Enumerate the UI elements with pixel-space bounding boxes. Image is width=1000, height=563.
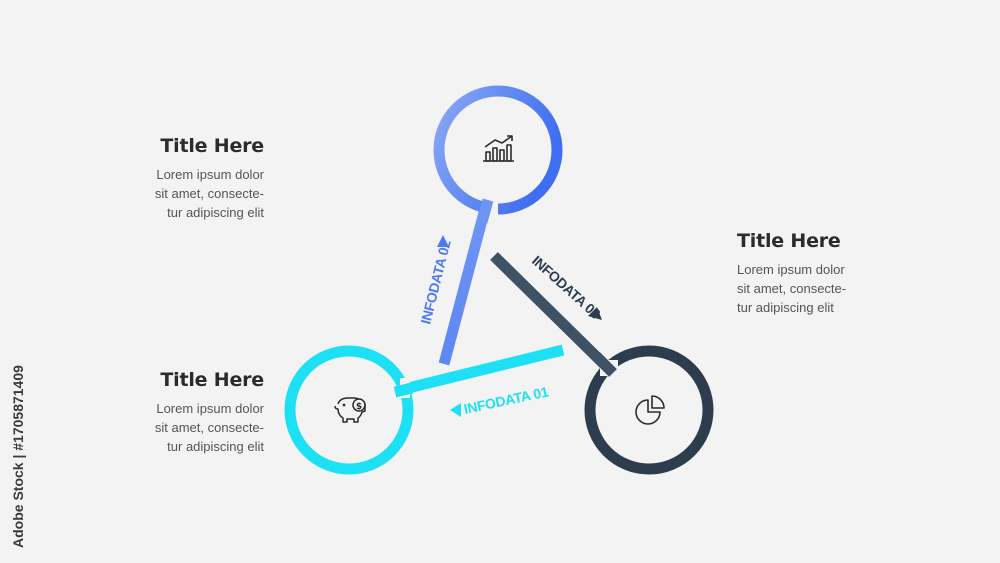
block-body: Lorem ipsum dolor sit amet, consecte- tu…	[154, 167, 264, 220]
connector-bar-03	[490, 252, 616, 376]
block-body: Lorem ipsum dolor sit amet, consecte- tu…	[737, 262, 847, 315]
block-title: Title Here	[160, 135, 264, 157]
connector-bar-02-end	[476, 198, 494, 224]
connector-label-02: INFODATA 02	[417, 238, 453, 326]
arrow-left-icon	[450, 403, 461, 417]
chart-growth-icon	[483, 135, 514, 162]
text-block-bottom-left: Title Here Lorem ipsum dolor sit amet, c…	[64, 369, 264, 456]
node-ring-top	[433, 85, 563, 215]
connector-bar-01-end	[393, 382, 414, 398]
connector-label-02-group: INFODATA 02	[417, 235, 454, 326]
stock-watermark: Adobe Stock | #1705871409	[8, 320, 30, 550]
connector-bar-03-end	[592, 352, 617, 377]
block-body: Lorem ipsum dolor sit amet, consecte- tu…	[154, 401, 264, 454]
connector-label-03-group: INFODATA 03	[529, 252, 604, 322]
node-ring-bottom-right	[584, 345, 714, 475]
connector-bar-02	[438, 203, 492, 366]
connector-label-01-group: INFODATA 01	[450, 383, 550, 417]
pie-chart-icon	[635, 395, 665, 425]
connector-bar-01	[398, 344, 565, 396]
connector-label-01: INFODATA 01	[462, 383, 550, 417]
node-ring-bottom-left	[284, 345, 414, 475]
text-block-top-left: Title Here Lorem ipsum dolor sit amet, c…	[64, 135, 264, 222]
arrow-down-right-icon	[588, 307, 602, 320]
block-title: Title Here	[160, 369, 264, 391]
arrow-up-icon	[437, 235, 449, 247]
text-block-right: Title Here Lorem ipsum dolor sit amet, c…	[737, 230, 937, 317]
watermark-text: Adobe Stock | #1705871409	[10, 365, 26, 548]
piggy-bank-dollar-icon: $	[334, 397, 366, 423]
block-title: Title Here	[737, 230, 841, 252]
svg-text:$: $	[356, 402, 362, 412]
